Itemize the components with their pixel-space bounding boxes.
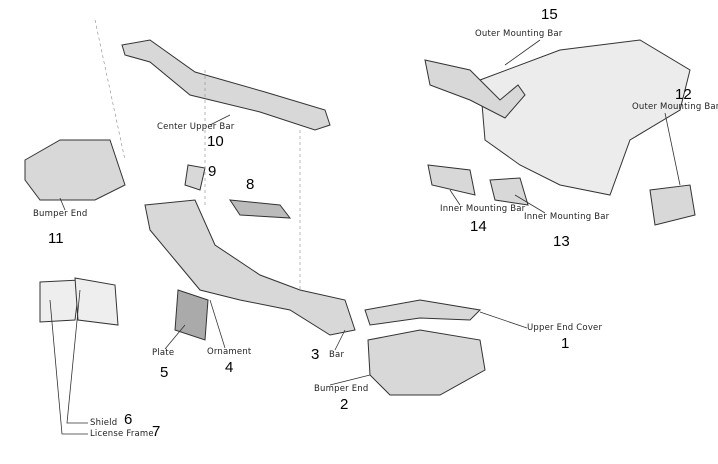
part-number-5: 5 [160,364,169,381]
part-number-11: 11 [48,230,64,247]
part-label-outer-mounting-bar-15: Outer Mounting Bar [475,29,563,39]
part-label-plate: Plate [152,348,175,358]
part-number-13: 13 [553,233,570,250]
outer-mounting-bar-12-shape [649,184,696,226]
assembly-lines [94,19,301,290]
part-number-2: 2 [340,396,349,413]
main-bar-shape [144,199,356,336]
outer-mounting-bar-15-shape [424,59,526,119]
part-number-3: 3 [311,346,320,363]
plate-shape [174,289,209,341]
inner-mounting-bar-13-shape [489,177,529,206]
part-number-9: 9 [208,163,217,180]
part-number-8: 8 [246,176,255,193]
part-8-shape [228,199,292,219]
part-number-7: 7 [152,423,161,440]
part-number-12: 12 [675,86,692,103]
upper-end-cover-shape [364,299,482,326]
part-number-4: 4 [225,359,234,376]
frame-shape [479,39,691,196]
part-label-shield: Shield [90,418,118,428]
part-label-bar: Bar [329,350,345,360]
part-label-outer-mounting-bar-12: Outer Mounting Bar [632,102,718,112]
part-number-6: 6 [124,411,133,428]
center-upper-bar-shape [121,39,331,131]
shield-shape [74,277,119,326]
part-number-10: 10 [207,133,224,150]
license-frame-shape [39,279,81,323]
leader-lines [49,39,681,435]
part-label-bumper-end-11: Bumper End [33,209,88,219]
bumper-end-2-shape [367,329,486,396]
part-9-shape [184,164,206,191]
part-label-inner-mounting-bar-13: Inner Mounting Bar [524,212,610,222]
part-number-14: 14 [470,218,487,235]
part-label-inner-mounting-bar-14: Inner Mounting Bar [440,204,526,214]
part-label-ornament: Ornament [207,347,252,357]
part-label-bumper-end-2: Bumper End [314,384,369,394]
bumper-end-11-shape [24,139,126,201]
inner-mounting-bar-14-shape [427,164,476,196]
part-number-15: 15 [541,6,558,23]
part-label-center-upper-bar: Center Upper Bar [157,122,235,132]
part-label-upper-end-cover: Upper End Cover [527,323,603,333]
part-label-license-frame: License Frame [90,429,154,439]
part-number-1: 1 [561,335,570,352]
